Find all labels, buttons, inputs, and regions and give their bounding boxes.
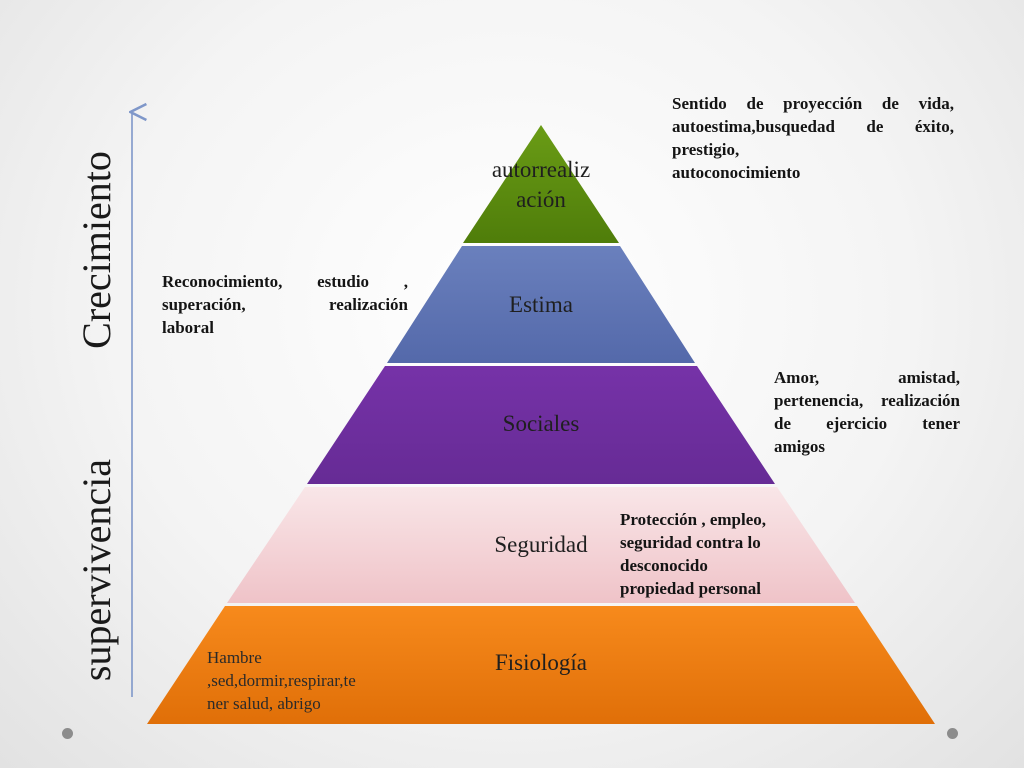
note-sociales: Amor, amistad, pertenencia, realización …	[774, 368, 960, 456]
label-sociales: Sociales	[502, 411, 580, 436]
note-fisiologia: Hambre ,sed,dormir,respirar,te ner salud…	[207, 648, 356, 713]
note-autorrealizacion: Sentido de proyección de vida, autoestim…	[672, 94, 954, 182]
label-autorrealizacion: autorrealiz ación	[491, 157, 591, 212]
label-estima: Estima	[509, 292, 573, 317]
level-sociales	[307, 366, 775, 484]
slide-dot-left	[62, 728, 73, 739]
note-seguridad: Protección , empleo, seguridad contra lo…	[620, 510, 767, 598]
label-supervivencia: supervivencia	[74, 458, 119, 682]
label-seguridad: Seguridad	[494, 532, 588, 557]
slide-dot-right	[947, 728, 958, 739]
level-estima	[387, 246, 695, 363]
level-fisiologia	[147, 606, 935, 724]
note-estima: Reconocimiento, estudio , superación, re…	[162, 272, 408, 337]
level-seguridad	[227, 487, 855, 603]
level-autorrealizacion	[463, 125, 619, 243]
label-crecimiento: Crecimiento	[74, 151, 119, 349]
label-fisiologia: Fisiología	[494, 650, 587, 675]
